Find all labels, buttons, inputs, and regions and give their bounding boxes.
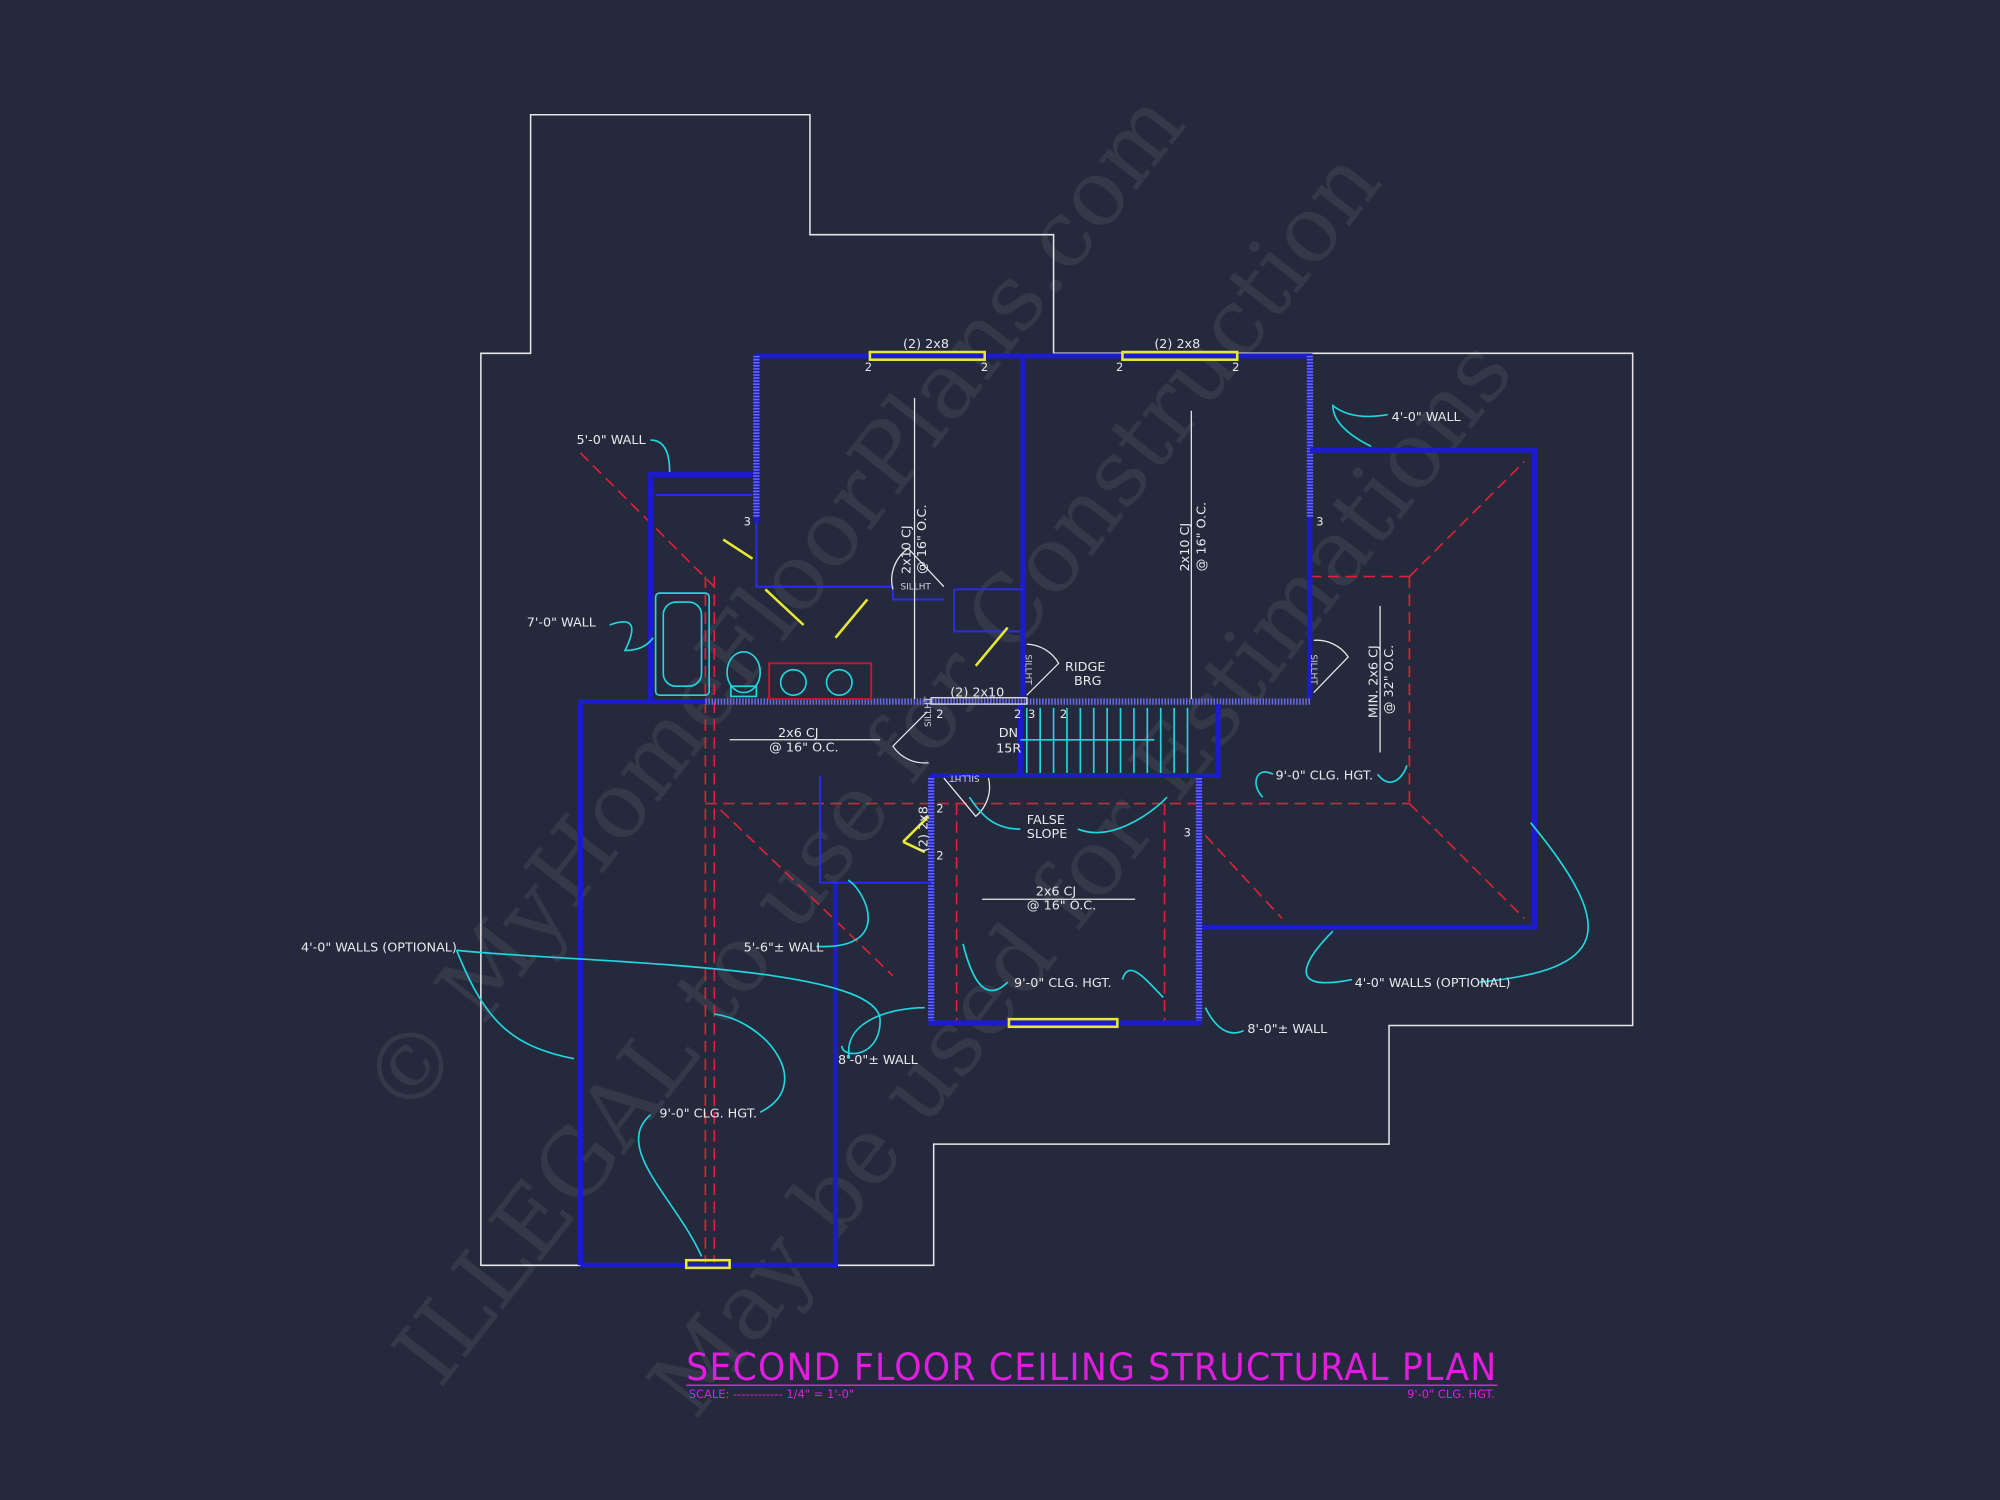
sill-height-label: SILLHT — [1308, 654, 1318, 685]
roof-outline — [480, 114, 1634, 1267]
post-count: 2 — [936, 707, 943, 721]
sill-height-label: SILLHT — [901, 582, 932, 592]
ridge-bearing-label: RIDGE — [1065, 660, 1105, 675]
stairs — [1020, 707, 1189, 773]
post-count: 2 — [981, 360, 988, 374]
stair-label: 15R — [996, 742, 1021, 757]
header-label: (2) 2x8 — [903, 337, 949, 352]
header-label: (2) 2x10 — [950, 685, 1004, 700]
wall-height-label: 5'-0" WALL — [577, 433, 647, 448]
joist-label: MIN. 2x6 CJ — [1367, 645, 1382, 718]
ceiling-height-label: 9'-0" CLG. HGT. — [659, 1106, 757, 1121]
doors — [722, 538, 1350, 854]
post-count: 3 — [744, 515, 751, 529]
joist-label: 2x10 CJ — [900, 525, 915, 574]
post-count: 2 — [936, 849, 943, 863]
post-count: 2 — [1116, 360, 1123, 374]
post-count: 3 — [1316, 515, 1323, 529]
ridge-lines — [579, 452, 1525, 1266]
leader-lines — [455, 403, 1589, 1257]
sill-height-label: SILLHT — [949, 773, 980, 783]
wall-height-label: 4'-0" WALL — [1392, 410, 1462, 425]
drawing-scale: SCALE: ------------ 1/4" = 1'-0" — [689, 1387, 854, 1401]
wall-height-label: 5'-6"± WALL — [744, 941, 825, 956]
joist-arrows — [729, 397, 1381, 900]
ridge-bearing-label: BRG — [1074, 674, 1102, 689]
joist-label: 2x10 CJ — [1178, 523, 1193, 572]
vanity — [768, 662, 873, 700]
post-count: 2 — [936, 802, 943, 816]
ceiling-height-label: 9'-0" CLG. HGT. — [1276, 768, 1374, 783]
watermark: © MyHomeFloorPlans.com ILLEGAL to use fo… — [341, 72, 1533, 1436]
drawing-title: SECOND FLOOR CEILING STRUCTURAL PLAN — [686, 1346, 1497, 1389]
post-count: 2 — [1014, 707, 1021, 721]
title-block: SECOND FLOOR CEILING STRUCTURAL PLAN SCA… — [686, 1346, 1498, 1401]
joist-label: @ 16" O.C. — [915, 504, 930, 573]
header-label: (2) 2x8 — [916, 806, 931, 852]
annotations: (2) 2x8 (2) 2x8 (2) 2x10 (2) 2x8 2x10 CJ… — [301, 337, 1510, 1121]
post-count: 2 — [1060, 707, 1067, 721]
bathroom-fixtures — [654, 592, 873, 700]
header-label: (2) 2x8 — [1154, 337, 1200, 352]
joist-label: 2x6 CJ — [778, 726, 819, 741]
walls — [577, 353, 1537, 1268]
sill-height-label: SILLHT — [924, 696, 934, 727]
toilet — [726, 650, 762, 694]
watermark-line-2: ILLEGAL to use for Construction — [373, 130, 1401, 1404]
wall-height-label: 4'-0" WALLS (OPTIONAL) — [1355, 976, 1511, 991]
headers — [684, 350, 1239, 1270]
joist-label: @ 32" O.C. — [1382, 645, 1397, 714]
drawing-ceiling-height: 9'-0" CLG. HGT. — [1407, 1387, 1495, 1401]
post-count: 2 — [865, 360, 872, 374]
stair-label: DN — [999, 726, 1018, 741]
joist-label: @ 16" O.C. — [1194, 502, 1209, 571]
wall-height-label: 8'-0"± WALL — [1247, 1022, 1328, 1037]
joist-label: @ 16" O.C. — [769, 740, 838, 755]
ceiling-height-label: 9'-0" CLG. HGT. — [1014, 976, 1112, 991]
joist-label: 2x6 CJ — [1036, 884, 1077, 899]
post-count: 3 — [1028, 707, 1035, 721]
wall-height-label: 8'-0"± WALL — [838, 1053, 919, 1068]
false-slope-label: SLOPE — [1027, 827, 1068, 842]
post-count: 3 — [1184, 826, 1191, 840]
sink — [779, 668, 807, 696]
wall-height-label: 4'-0" WALLS (OPTIONAL) — [301, 941, 457, 956]
bathtub — [654, 592, 711, 696]
post-count: 2 — [1232, 360, 1239, 374]
sill-height-label: SILLHT — [1023, 654, 1033, 685]
wall-height-label: 7'-0" WALL — [527, 615, 597, 630]
joist-label: @ 16" O.C. — [1027, 898, 1096, 913]
false-slope-label: FALSE — [1027, 813, 1065, 828]
sink — [825, 668, 853, 696]
